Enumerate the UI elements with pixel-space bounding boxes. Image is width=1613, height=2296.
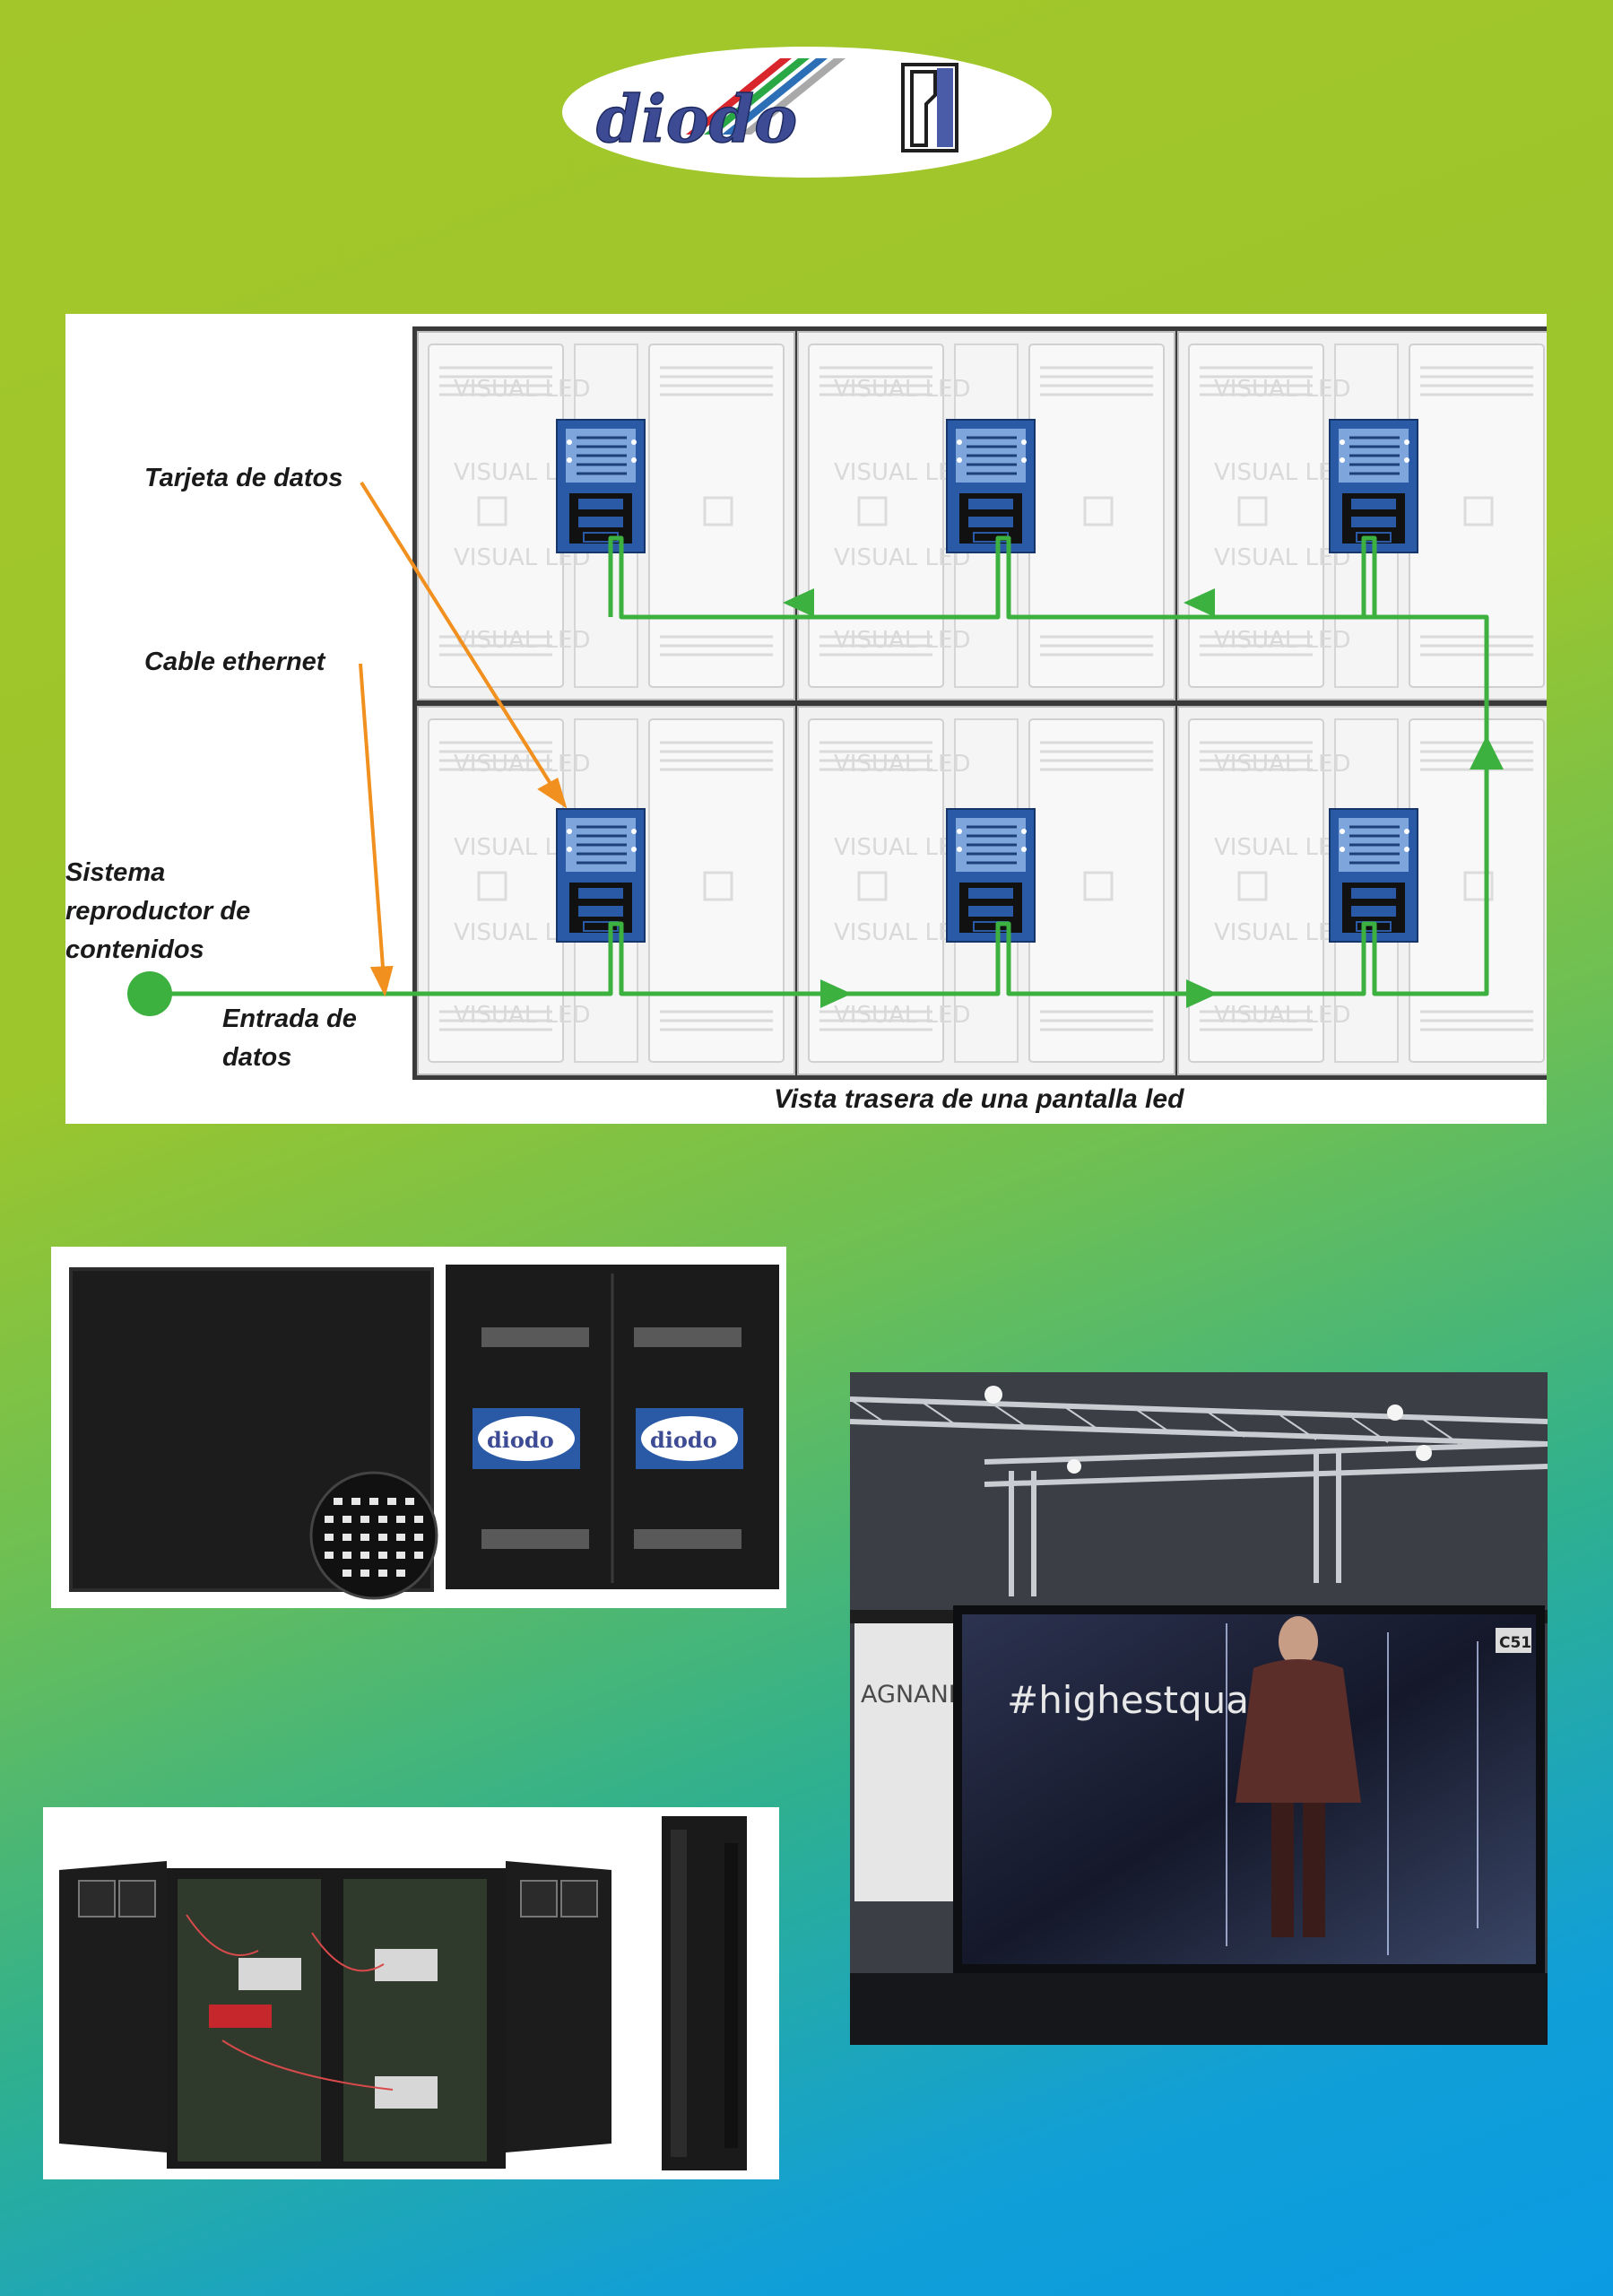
label-player-line2: reproductor de bbox=[65, 897, 251, 926]
label-data-card: Tarjeta de datos bbox=[144, 464, 343, 492]
diagram-caption: Vista trasera de una pantalla led bbox=[774, 1084, 1184, 1114]
badge-left-text: diodo bbox=[487, 1427, 554, 1453]
led-screen-rear-diagram: VISUAL LED VISUAL LED VISUAL LED VISUAL … bbox=[65, 314, 1547, 1124]
label-data-input-line2: datos bbox=[222, 1043, 292, 1072]
booth-name: AGNANI bbox=[861, 1681, 956, 1709]
label-data-input-line1: Entrada de bbox=[222, 1004, 357, 1033]
label-player-line3: contenidos bbox=[65, 935, 204, 964]
diodo-logo: diodo bbox=[560, 45, 1054, 179]
photo-led-wall-event: AGNANI #highestquality C51 bbox=[850, 1372, 1548, 2045]
label-ethernet-cable: Cable ethernet bbox=[144, 648, 325, 676]
photo-open-cabinet bbox=[43, 1807, 779, 2179]
content-player-dot bbox=[127, 971, 172, 1016]
diagram-graphic: VISUAL LED VISUAL LED VISUAL LED VISUAL … bbox=[127, 326, 1547, 1080]
photo-led-module-and-cabinet: diodo diodo bbox=[51, 1247, 786, 1608]
logo-wordmark: diodo bbox=[596, 81, 797, 157]
label-player-line1: Sistema bbox=[65, 858, 166, 887]
booth-code: C51 bbox=[1499, 1634, 1531, 1652]
badge-right-text: diodo bbox=[650, 1427, 717, 1453]
